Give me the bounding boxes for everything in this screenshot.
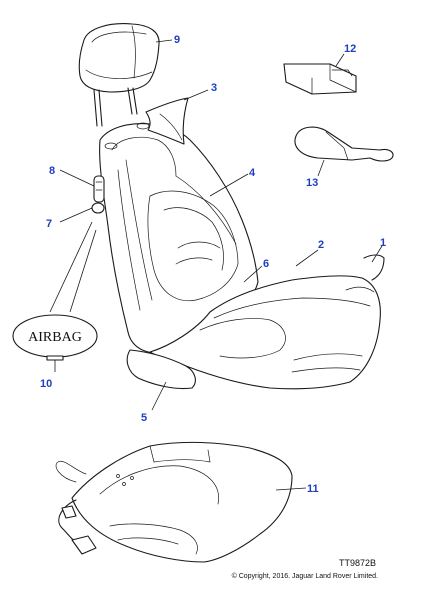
callout-5: 5 [141, 412, 147, 424]
callout-9: 9 [174, 34, 180, 46]
side-trim [145, 97, 189, 145]
bracket-13 [294, 126, 394, 162]
callout-2: 2 [318, 239, 324, 251]
callout-13: 13 [306, 177, 318, 189]
callouts: 1 2 3 4 5 6 7 8 9 10 11 12 13 [40, 34, 386, 495]
headrest [78, 23, 160, 127]
recliner-switch [91, 175, 105, 214]
airbag-label-text: AIRBAG [28, 330, 82, 345]
callout-8: 8 [49, 165, 55, 177]
bracket-12 [283, 63, 357, 95]
seat-heater-mat [55, 441, 293, 563]
callout-3: 3 [211, 82, 217, 94]
callout-11: 11 [307, 483, 319, 495]
copyright-notice: © Copyright, 2016. Jaguar Land Rover Lim… [232, 572, 378, 580]
airbag-label: AIRBAG [12, 221, 98, 372]
callout-12: 12 [344, 43, 356, 55]
base-trim [126, 349, 196, 390]
callout-10: 10 [40, 378, 52, 390]
seat-cushion [149, 254, 385, 390]
callout-1: 1 [380, 237, 386, 249]
callout-4: 4 [249, 167, 256, 179]
callout-6: 6 [263, 258, 269, 270]
reference-code: TT9872B [339, 558, 376, 568]
leader-lines [59, 39, 383, 491]
callout-7: 7 [46, 218, 52, 230]
